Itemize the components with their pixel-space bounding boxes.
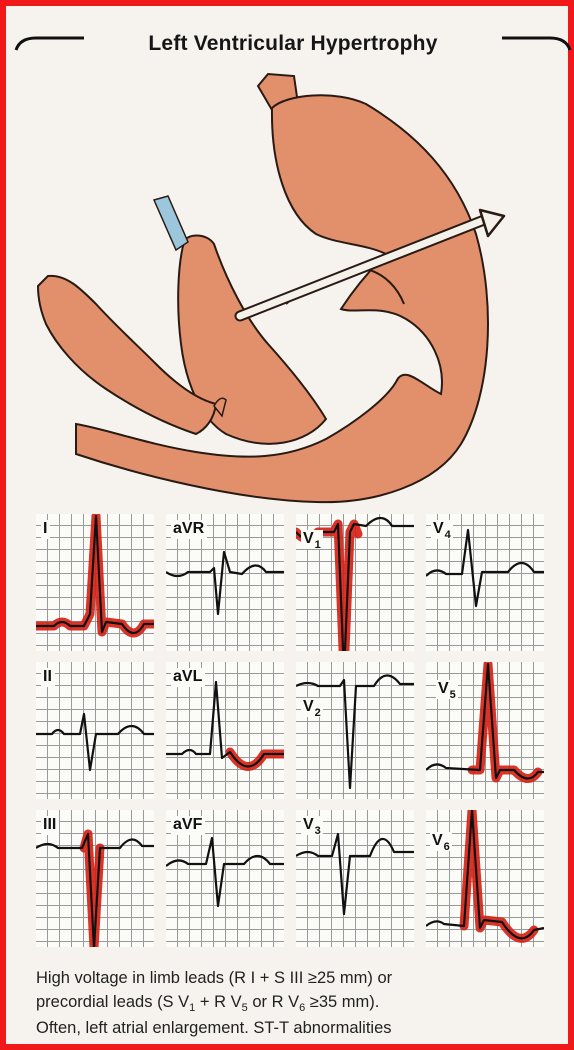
ecg-trace-V2 xyxy=(296,674,414,790)
lead-label-V6: V6 xyxy=(430,832,452,853)
lead-label-V2: V2 xyxy=(301,698,323,719)
ecg-highlight-V6 xyxy=(459,810,539,943)
ecg-panel-aVR: aVR xyxy=(166,514,284,651)
caption-line-1: High voltage in limb leads (R I + S III … xyxy=(36,969,393,987)
title-rule-lines xyxy=(14,36,572,51)
ecg-leads-grid: I aVR V1 V4 II xyxy=(36,514,546,956)
lead-label-I: I xyxy=(41,520,51,539)
ecg-trace-aVR xyxy=(166,550,284,616)
ecg-trace-aVF xyxy=(166,836,284,908)
left-atrium xyxy=(36,274,218,436)
ecg-panel-V6: V6 xyxy=(426,810,544,947)
ecg-highlight-V5 xyxy=(467,662,543,783)
ecg-trace-III xyxy=(36,832,154,947)
lead-label-aVR: aVR xyxy=(171,520,208,539)
right-ventricle xyxy=(177,234,328,445)
ecg-trace-I xyxy=(36,514,154,635)
axis-arrow-head xyxy=(478,208,506,238)
ecg-trace-II xyxy=(36,712,154,772)
title-banner: Left Ventricular Hypertrophy xyxy=(14,16,572,60)
ecg-trace-V5 xyxy=(426,662,544,780)
ecg-trace-V6 xyxy=(426,810,544,940)
caption-line-2: precordial leads (S V1 + R V5 or R V6 ≥3… xyxy=(36,993,380,1014)
lead-label-aVF: aVF xyxy=(171,816,206,835)
ecg-panel-V5: V5 xyxy=(426,662,544,799)
lead-label-V5: V5 xyxy=(436,680,458,701)
caption-line-3: Often, left atrial enlargement. ST-T abn… xyxy=(36,1019,392,1037)
figure-title: Left Ventricular Hypertrophy xyxy=(14,32,572,56)
ecg-panel-V3: V3 xyxy=(296,810,414,947)
ecg-panel-V4: V4 xyxy=(426,514,544,651)
ecg-panel-V2: V2 xyxy=(296,662,414,799)
heart-illustration xyxy=(36,72,506,504)
figure-caption: High voltage in limb leads (R I + S III … xyxy=(36,966,556,1040)
ecg-panel-III: III xyxy=(36,810,154,947)
left-ventricle xyxy=(75,94,489,504)
ecg-panel-I: I xyxy=(36,514,154,651)
lead-label-III: III xyxy=(41,816,60,835)
ecg-trace-V3 xyxy=(296,832,414,916)
lead-label-V3: V3 xyxy=(301,816,323,837)
lead-label-II: II xyxy=(41,668,55,687)
ecg-panel-II: II xyxy=(36,662,154,799)
ecg-trace-aVL xyxy=(166,680,284,768)
lead-label-V1: V1 xyxy=(301,530,323,551)
ecg-panel-aVF: aVF xyxy=(166,810,284,947)
ecg-panel-V1: V1 xyxy=(296,514,414,651)
lead-label-V4: V4 xyxy=(431,520,453,541)
ecg-trace-V4 xyxy=(426,528,544,608)
ecg-panel-aVL: aVL xyxy=(166,662,284,799)
lead-label-aVL: aVL xyxy=(171,668,206,687)
